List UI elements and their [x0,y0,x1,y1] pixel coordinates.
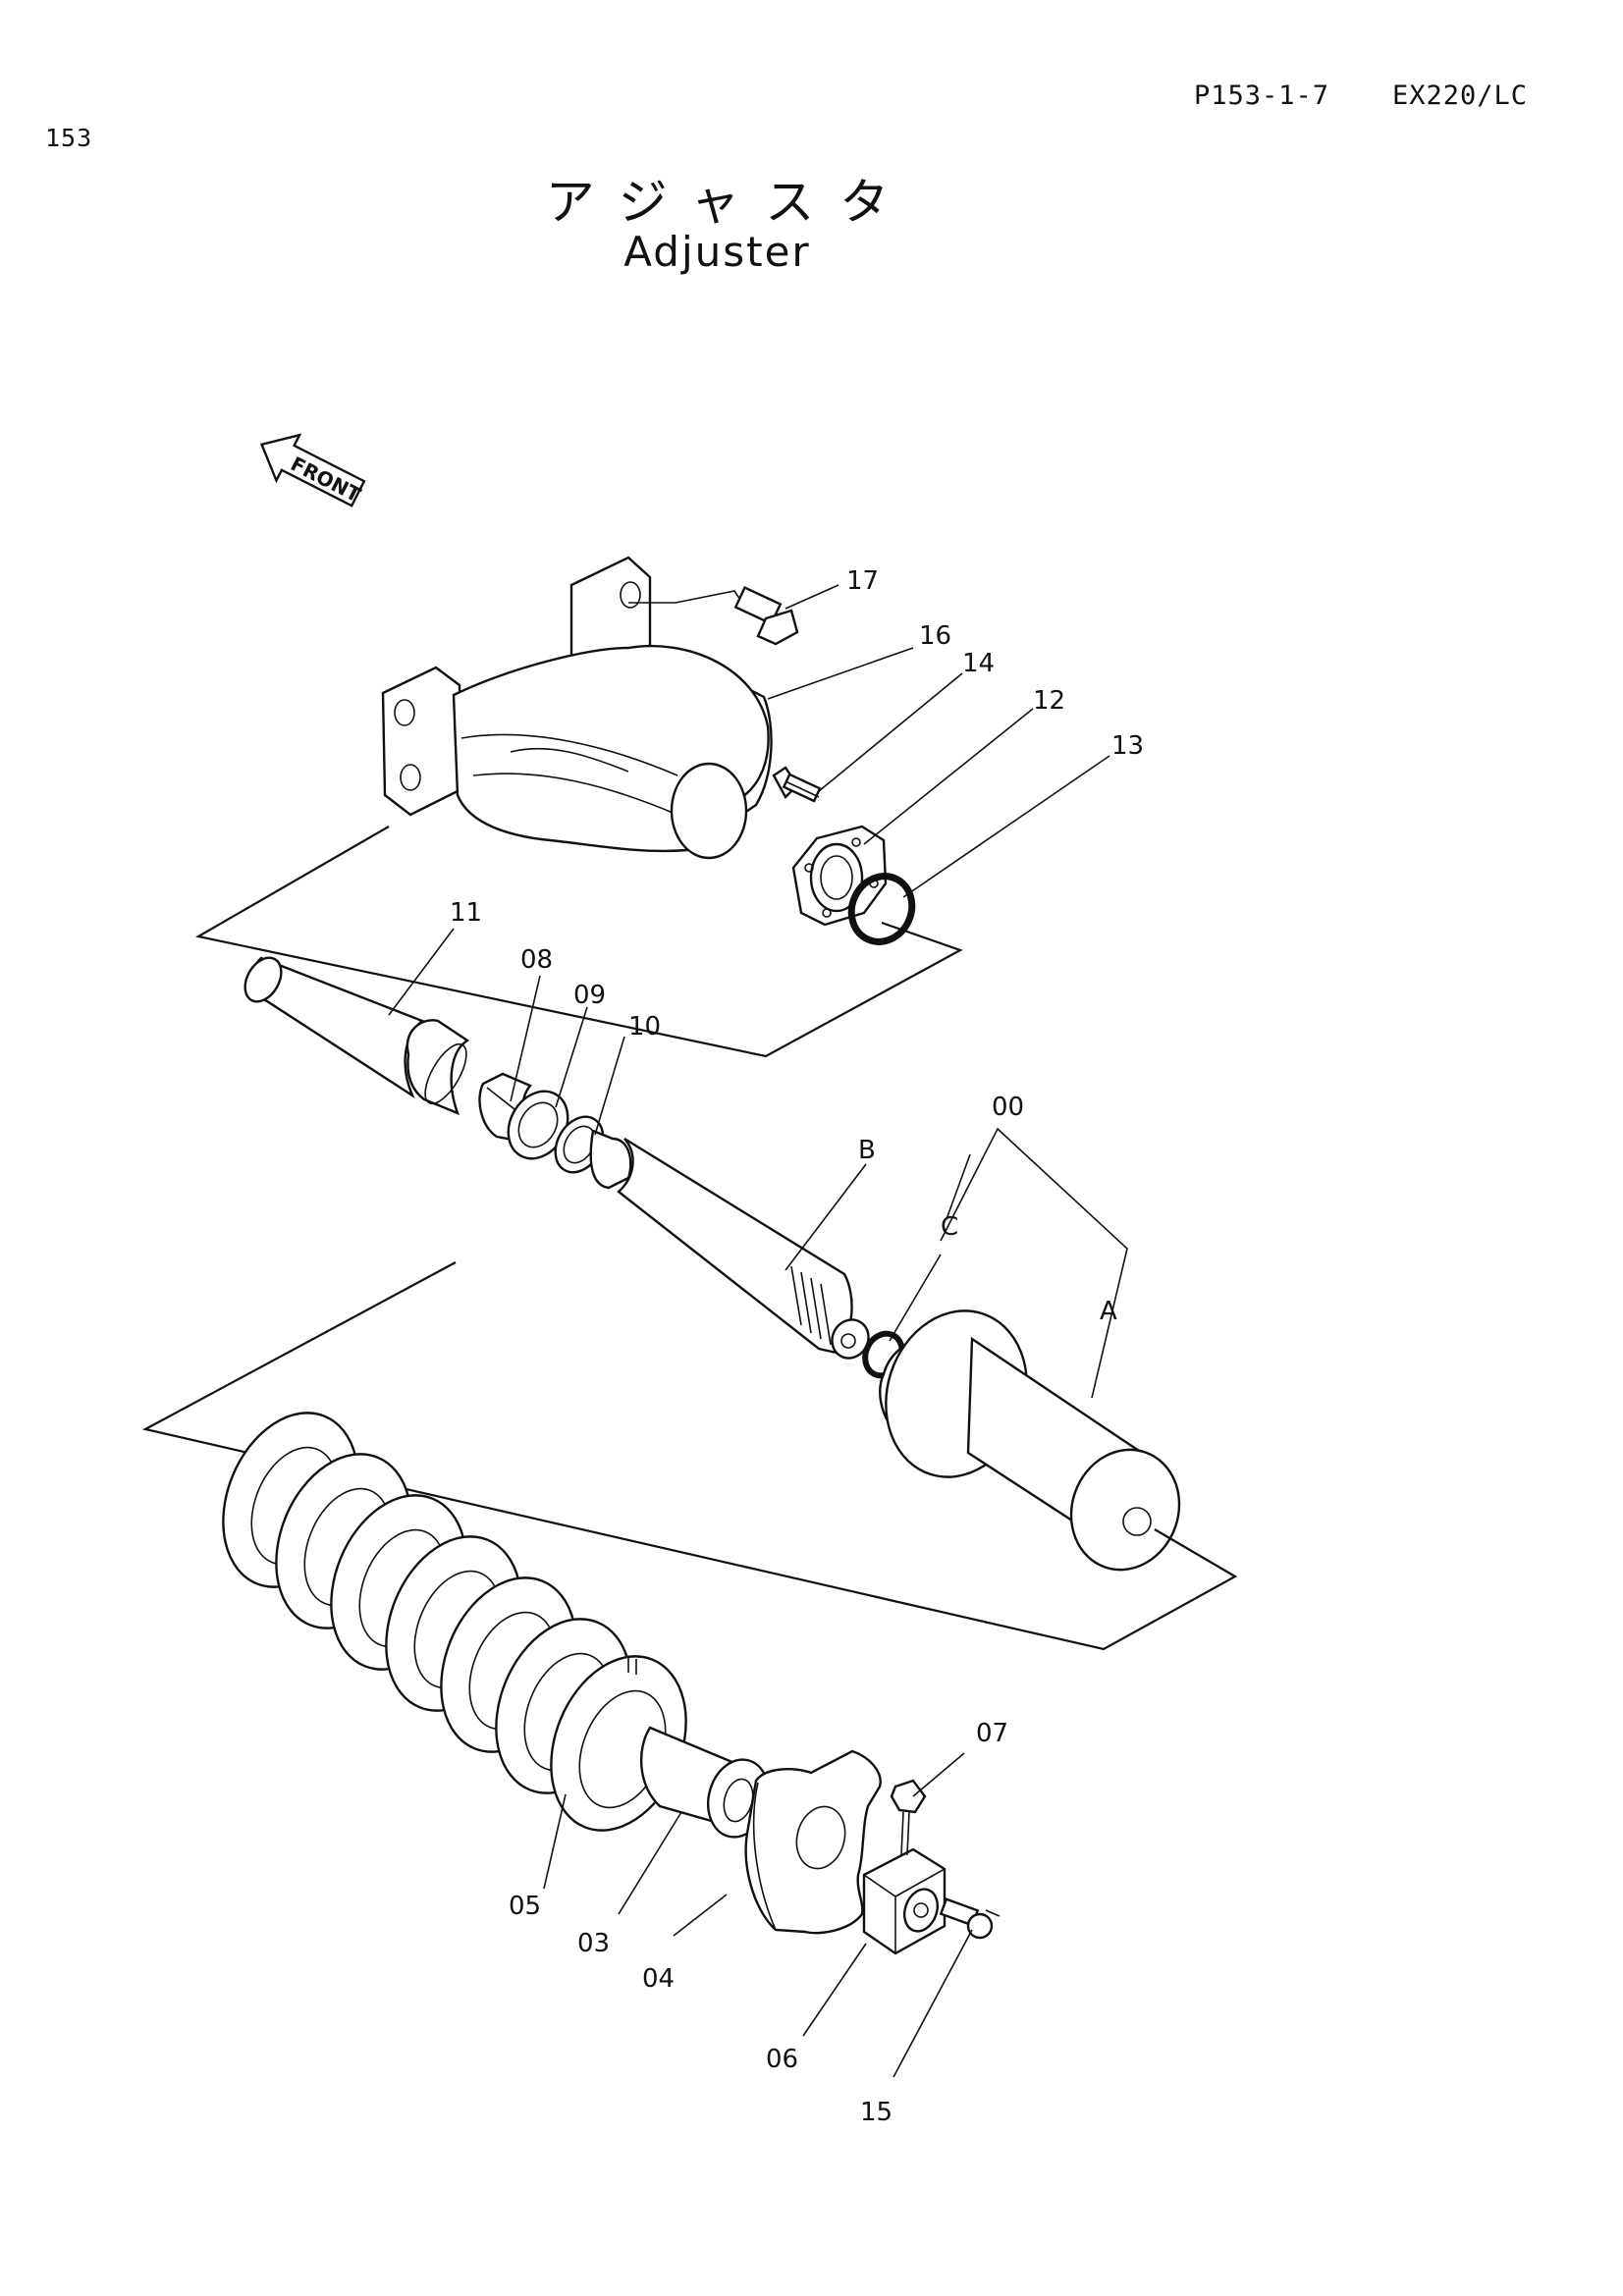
callout-a: A [1100,1297,1117,1326]
callout-labels: 17 16 14 12 13 11 08 09 10 00 B C A 07 0… [450,566,1144,2127]
callout-11: 11 [450,898,482,928]
cylinder-a [879,1309,1181,1572]
callout-00: 00 [992,1093,1024,1122]
reference-code: P153-1-7 [1194,80,1330,111]
callout-13: 13 [1111,731,1144,761]
piston-rod-b [589,1129,870,1360]
front-arrow-icon: FRONT [259,433,366,507]
callout-03: 03 [577,1929,610,1958]
callout-06: 06 [766,2045,798,2074]
spring-05 [222,1412,687,1832]
title-japanese: アジャスタ [545,174,915,231]
flange-12 [791,825,888,927]
callout-15: 15 [860,2098,893,2127]
model-code: EX220/LC [1392,80,1529,111]
callout-16: 16 [919,621,951,651]
leader-lines [388,584,1128,2078]
block-06 [862,1847,947,1955]
assembly-plane-upper [194,826,963,1058]
callout-05: 05 [509,1892,541,1921]
bolt-14 [772,766,822,803]
assembly-plane-lower [141,1261,1238,1651]
callout-09: 09 [573,981,606,1010]
rod-11 [243,956,470,1116]
callout-10: 10 [628,1012,661,1041]
callout-12: 12 [1033,686,1065,716]
callout-04: 04 [642,1964,675,1994]
callout-17: 17 [846,566,879,596]
grease-fitting-07 [890,1779,927,1856]
title-english: Adjuster [623,228,811,276]
page-number: 153 [45,124,93,152]
o-ring-13 [847,873,916,945]
callout-c: C [941,1212,958,1242]
callout-14: 14 [962,649,995,678]
bolt-17 [628,585,799,646]
ring-09 [507,1090,569,1160]
callout-07: 07 [976,1719,1008,1748]
callout-08: 08 [520,945,553,975]
valve-15 [939,1897,1001,1940]
plate-04 [744,1749,882,1935]
callout-b: B [858,1136,876,1165]
bracket-16 [381,556,773,860]
